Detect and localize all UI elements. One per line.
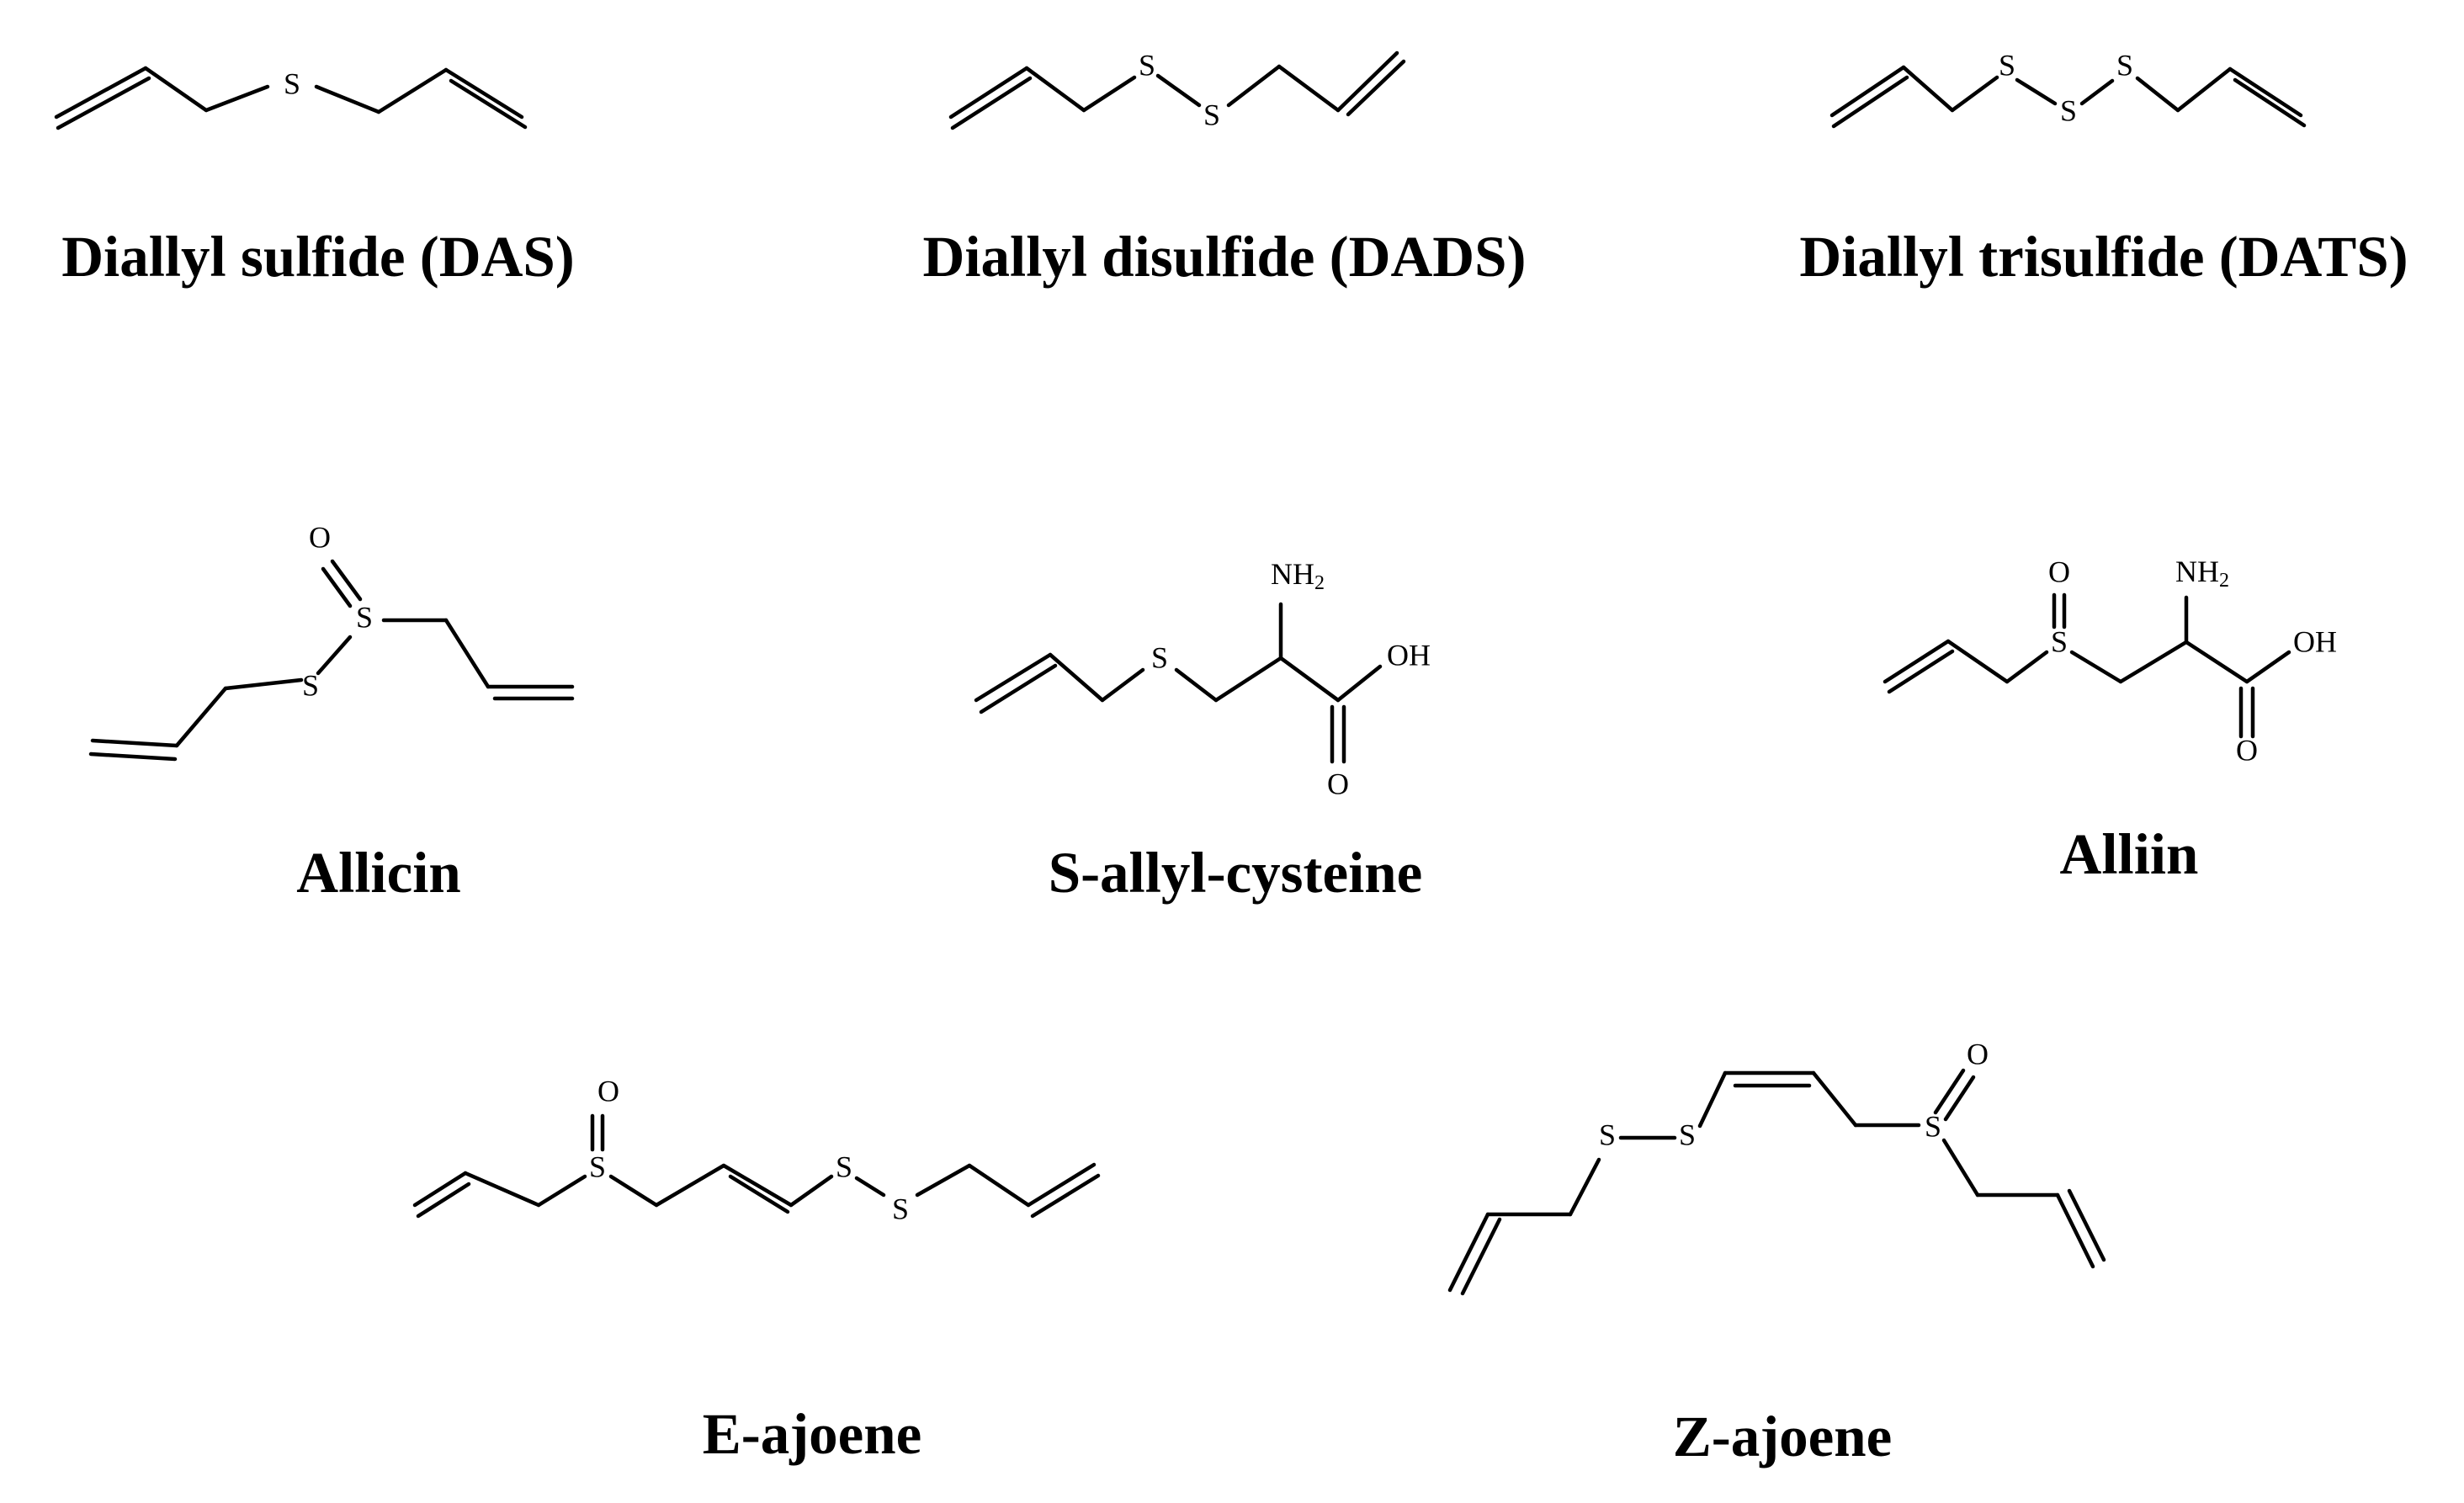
atom-s: S <box>284 66 300 100</box>
structure-dads: S S <box>948 48 1406 131</box>
atom-o: O <box>1327 767 1349 800</box>
structure-dats: S S S <box>1829 48 2307 129</box>
atom-o: O <box>597 1074 619 1107</box>
atom-oh: OH <box>2293 624 2337 658</box>
atom-s: S <box>1139 48 1155 82</box>
atom-s: S <box>356 600 373 634</box>
atom-s: S <box>892 1192 909 1225</box>
caption-e-ajoene: E-ajoene <box>703 1402 922 1466</box>
atom-s: S <box>2060 93 2077 127</box>
atom-o: O <box>2048 555 2070 588</box>
caption-dads: Diallyl disulfide (DADS) <box>923 225 1527 289</box>
structure-s-allyl-cysteine: NH2 S OH O <box>974 557 1431 800</box>
caption-alliin: Alliin <box>2060 822 2199 886</box>
atom-oh: OH <box>1387 638 1431 672</box>
structure-das: S <box>54 66 528 130</box>
atom-nh2: NH2 <box>2175 555 2229 591</box>
atom-s: S <box>589 1150 606 1183</box>
structure-e-ajoene: O S S S <box>412 1074 1101 1225</box>
atom-o: O <box>2236 733 2258 767</box>
atom-o: O <box>309 520 331 554</box>
atom-s: S <box>302 668 319 702</box>
atom-s: S <box>2051 624 2068 658</box>
structure-allicin: O S S <box>88 520 575 762</box>
structure-z-ajoene: S S S O <box>1447 1037 2106 1296</box>
atom-s: S <box>836 1150 852 1183</box>
atom-s: S <box>1203 98 1220 131</box>
caption-dats: Diallyl trisulfide (DATS) <box>1799 225 2408 289</box>
atom-s: S <box>2116 48 2133 82</box>
atom-s: S <box>1999 48 2015 82</box>
atom-o: O <box>1967 1037 1989 1070</box>
caption-s-allyl-cysteine: S-allyl-cysteine <box>1049 841 1423 905</box>
atom-s: S <box>1679 1118 1696 1151</box>
structure-alliin: O S NH2 OH O <box>1883 555 2337 767</box>
caption-z-ajoene: Z-ajoene <box>1673 1405 1893 1468</box>
atom-s: S <box>1925 1109 1941 1143</box>
atom-nh2: NH2 <box>1271 557 1325 593</box>
caption-das: Diallyl sulfide (DAS) <box>61 225 575 289</box>
atom-s: S <box>1599 1118 1616 1151</box>
atom-s: S <box>1151 640 1168 674</box>
caption-allicin: Allicin <box>296 841 461 905</box>
